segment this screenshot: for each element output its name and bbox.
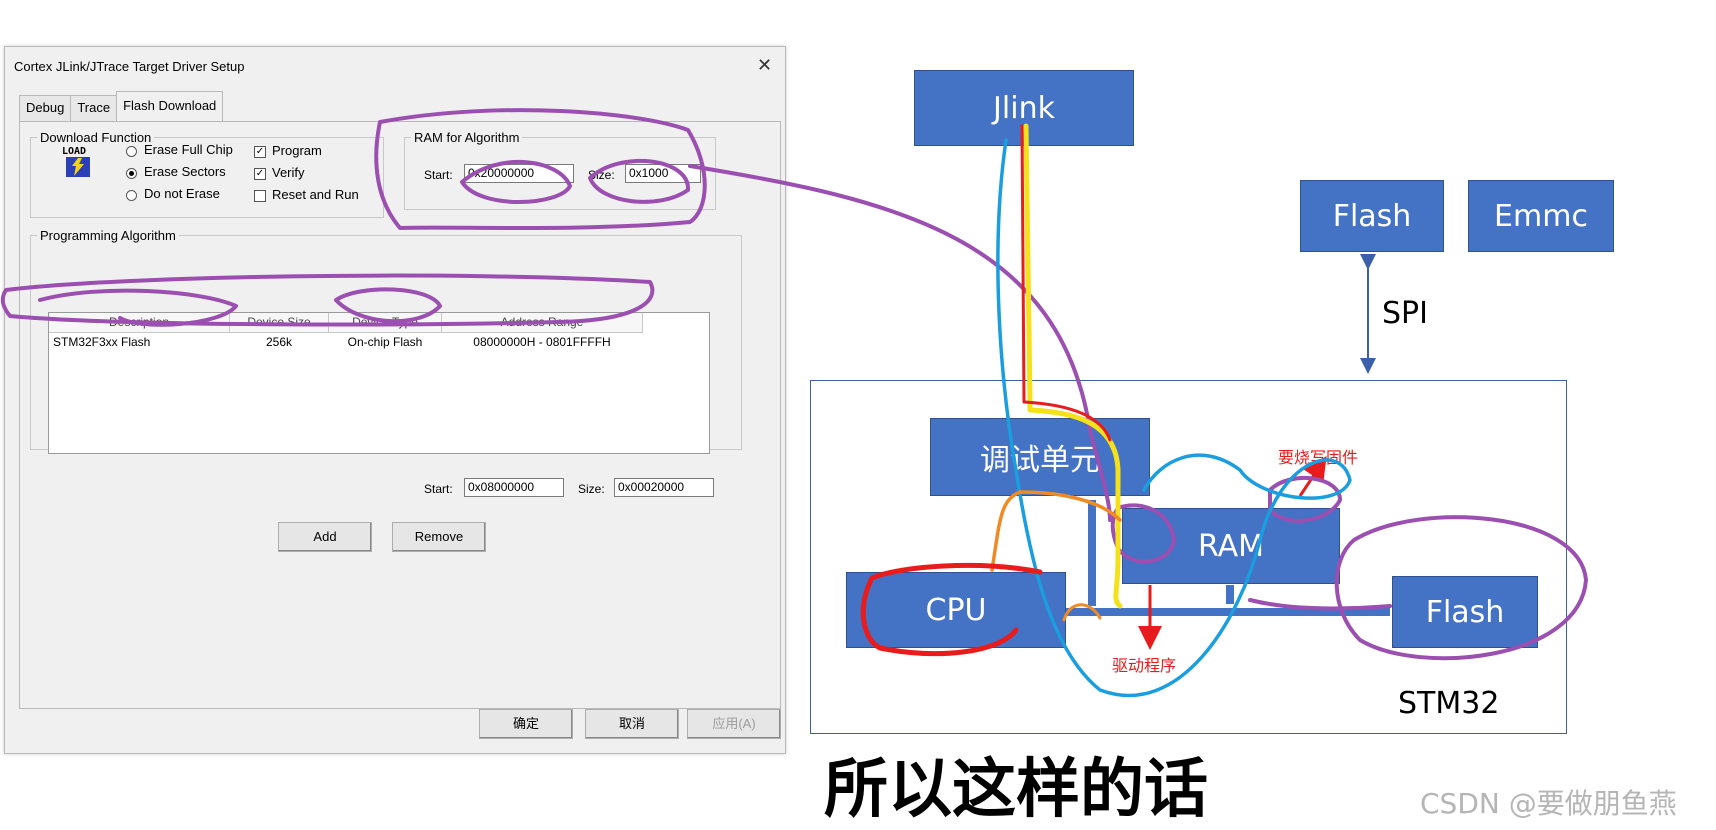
jlink-setup-dialog: Cortex JLink/JTrace Target Driver Setup … bbox=[4, 46, 786, 754]
ram-start-label: Start: bbox=[424, 168, 453, 182]
cpu-box: CPU bbox=[846, 572, 1066, 648]
ram-box: RAM bbox=[1122, 508, 1340, 584]
row-device-size[interactable]: 256k bbox=[265, 335, 293, 349]
erase-full-chip-label: Erase Full Chip bbox=[144, 142, 233, 157]
do-not-erase-radio[interactable] bbox=[126, 190, 137, 201]
tab-bar: Debug Trace Flash Download bbox=[19, 91, 224, 124]
ram-start-input[interactable] bbox=[464, 164, 574, 183]
jlink-box: Jlink bbox=[914, 70, 1134, 146]
load-icon: LOAD bbox=[62, 146, 90, 177]
tab-debug[interactable]: Debug bbox=[19, 95, 72, 122]
algorithm-table: Description Device Size Device Type Addr… bbox=[48, 312, 710, 454]
flash-download-panel: Download Function LOAD Erase Full Chip E… bbox=[19, 121, 781, 709]
external-flash-box: Flash bbox=[1300, 180, 1444, 252]
column-header-device-type[interactable]: Device Type bbox=[329, 313, 442, 333]
debug-unit-box: 调试单元 bbox=[930, 418, 1150, 496]
download-function-legend: Download Function bbox=[40, 130, 152, 145]
programming-algorithm-legend: Programming Algorithm bbox=[40, 228, 176, 243]
annotation-firmware: 要烧写固件 bbox=[1278, 448, 1359, 467]
column-header-description[interactable]: Description bbox=[49, 313, 230, 333]
ram-for-algorithm-legend: RAM for Algorithm bbox=[414, 130, 520, 145]
algo-size-label: Size: bbox=[578, 482, 605, 496]
dialog-title: Cortex JLink/JTrace Target Driver Setup bbox=[14, 59, 245, 74]
subtitle-caption: 所以这样的话 bbox=[824, 753, 1208, 827]
row-description[interactable]: STM32F3xx Flash bbox=[53, 335, 151, 349]
remove-button[interactable]: Remove bbox=[392, 522, 486, 552]
internal-flash-box: Flash bbox=[1392, 576, 1538, 648]
erase-sectors-label: Erase Sectors bbox=[144, 164, 226, 179]
do-not-erase-label: Do not Erase bbox=[144, 186, 220, 201]
algo-start-input[interactable] bbox=[464, 478, 564, 497]
algo-start-label: Start: bbox=[424, 482, 453, 496]
close-icon[interactable]: ✕ bbox=[757, 55, 773, 75]
verify-checkbox[interactable]: ✓ bbox=[254, 168, 266, 180]
reset-and-run-label: Reset and Run bbox=[272, 187, 359, 202]
program-label: Program bbox=[272, 143, 322, 158]
cancel-button[interactable]: 取消 bbox=[585, 709, 679, 739]
column-header-device-size[interactable]: Device Size bbox=[230, 313, 329, 333]
tab-flash-download[interactable]: Flash Download bbox=[116, 91, 224, 124]
erase-sectors-radio[interactable] bbox=[126, 168, 137, 179]
spi-label: SPI bbox=[1382, 296, 1428, 331]
add-button[interactable]: Add bbox=[278, 522, 372, 552]
svg-text:LOAD: LOAD bbox=[62, 146, 86, 157]
verify-label: Verify bbox=[272, 165, 305, 180]
algo-size-input[interactable] bbox=[614, 478, 714, 497]
column-header-address-range[interactable]: Address Range bbox=[442, 313, 643, 333]
row-device-type[interactable]: On-chip Flash bbox=[347, 335, 423, 349]
apply-button[interactable]: 应用(A) bbox=[687, 709, 781, 739]
annotation-driver: 驱动程序 bbox=[1112, 656, 1177, 675]
ram-size-label: Size: bbox=[588, 168, 615, 182]
ram-size-input[interactable] bbox=[625, 164, 701, 183]
program-checkbox[interactable]: ✓ bbox=[254, 146, 266, 158]
csdn-watermark: CSDN @要做朋鱼燕 bbox=[1420, 787, 1677, 820]
reset-and-run-checkbox[interactable] bbox=[254, 190, 266, 202]
erase-full-chip-radio[interactable] bbox=[126, 146, 137, 157]
ok-button[interactable]: 确定 bbox=[479, 709, 573, 739]
emmc-box: Emmc bbox=[1468, 180, 1614, 252]
row-address-range[interactable]: 08000000H - 0801FFFFH bbox=[473, 335, 611, 349]
tab-trace[interactable]: Trace bbox=[70, 95, 118, 122]
stm32-label: STM32 bbox=[1398, 686, 1500, 721]
